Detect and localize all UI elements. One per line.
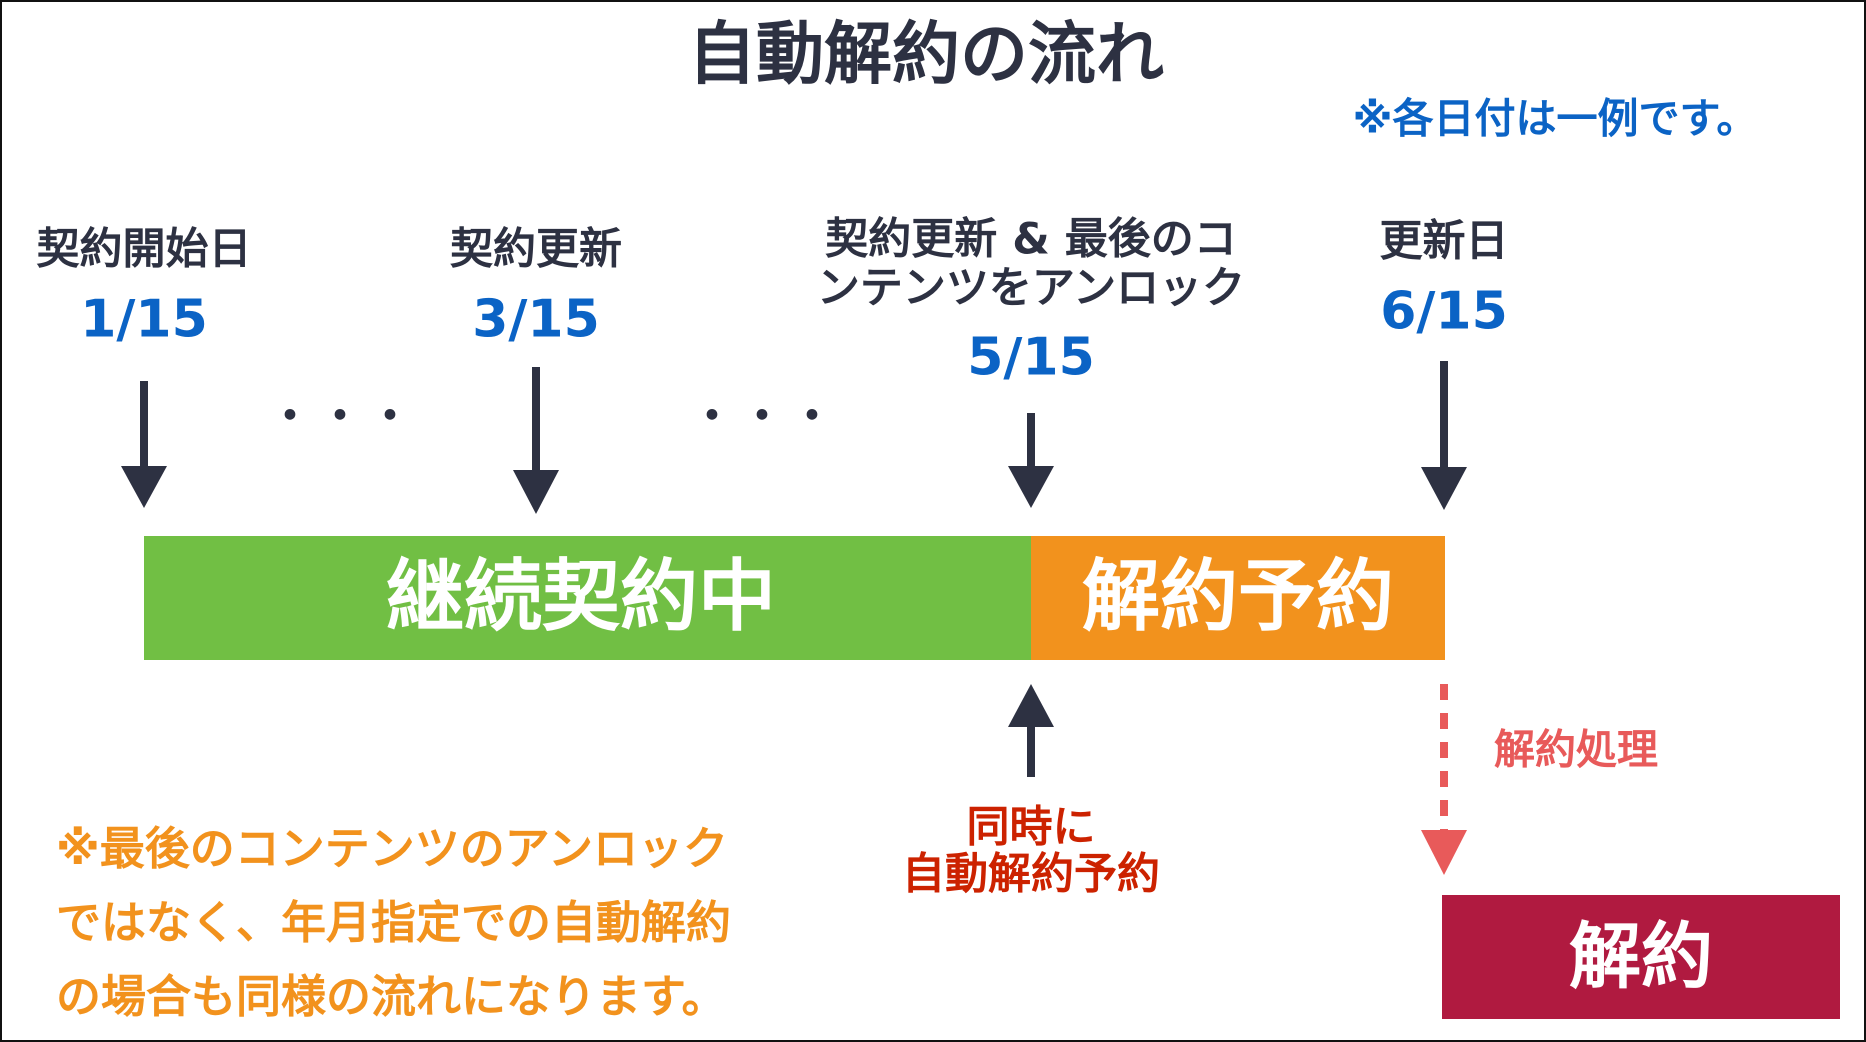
down-arrow-icon xyxy=(513,367,559,514)
simultaneous-line2: 自動解約予約 xyxy=(902,850,1160,900)
phase-reserved-label: 解約予約 xyxy=(1081,552,1395,643)
milestone-date-renewal: 3/15 xyxy=(472,289,600,350)
milestone-label-unlock-line2: ンテンツをアンロック xyxy=(816,263,1246,314)
phase-reserved-bar: 解約予約 xyxy=(1031,536,1445,660)
dates-example-note: ※各日付は一例です。 xyxy=(1352,94,1758,143)
down-arrow-icon xyxy=(1008,413,1054,508)
footnote-line3: の場合も同様の流れになります。 xyxy=(56,970,727,1023)
down-arrow-icon xyxy=(1421,361,1467,510)
milestone-date-renewal-day: 6/15 xyxy=(1380,281,1508,342)
down-arrow-icon xyxy=(121,381,167,508)
dashed-down-arrow-icon xyxy=(1421,684,1467,875)
cancel-process-label: 解約処理 xyxy=(1494,725,1658,774)
milestone-label-renewal-day: 更新日 xyxy=(1379,216,1509,267)
footnote-line2: ではなく、年月指定での自動解約 xyxy=(56,896,732,949)
footnote: ※最後のコンテンツのアンロック ではなく、年月指定での自動解約 の場合も同様の流… xyxy=(56,812,731,1034)
cancel-label: 解約 xyxy=(1568,914,1714,999)
simultaneous-note: 同時に 自動解約予約 xyxy=(902,802,1160,900)
milestone-date-unlock: 5/15 xyxy=(967,327,1095,388)
milestone-label-unlock-line1: 契約更新 & 最後のコ xyxy=(825,214,1237,265)
simultaneous-line1: 同時に xyxy=(966,802,1096,853)
footnote-line1: ※最後のコンテンツのアンロック xyxy=(56,822,728,875)
cancel-box: 解約 xyxy=(1442,895,1840,1019)
up-arrow-icon xyxy=(1008,684,1054,777)
phase-active-bar: 継続契約中 xyxy=(144,536,1031,660)
milestone-label-renewal: 契約更新 xyxy=(450,224,622,275)
ellipsis-2: ・・・ xyxy=(690,390,840,442)
ellipsis-1: ・・・ xyxy=(268,390,418,442)
phase-active-label: 継続契約中 xyxy=(385,552,777,643)
milestone-label-start: 契約開始日 xyxy=(36,224,252,275)
diagram-title: 自動解約の流れ xyxy=(687,15,1165,95)
milestone-date-start: 1/15 xyxy=(80,289,208,350)
